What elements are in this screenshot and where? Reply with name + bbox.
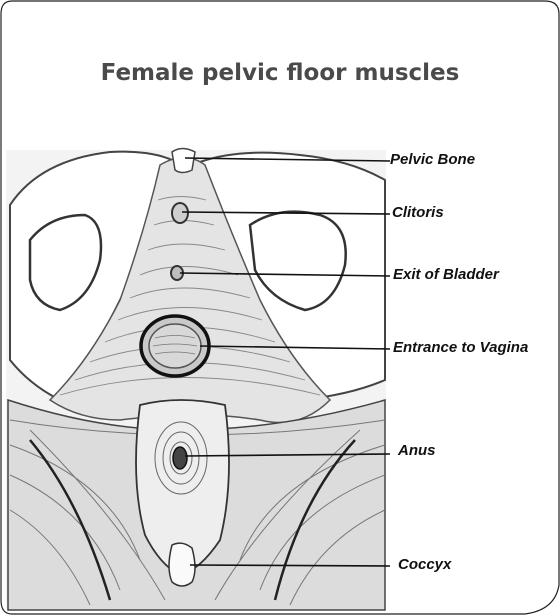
label-anus: Anus bbox=[398, 442, 436, 459]
label-clitoris: Clitoris bbox=[392, 204, 444, 221]
anus-opening bbox=[173, 447, 187, 469]
label-entrance-to-vagina: Entrance to Vagina bbox=[393, 339, 528, 356]
label-exit-of-bladder: Exit of Bladder bbox=[393, 266, 499, 283]
label-pelvic-bone: Pelvic Bone bbox=[390, 151, 475, 168]
leader-coccyx bbox=[190, 565, 390, 566]
clitoris-mark bbox=[172, 203, 188, 223]
label-coccyx: Coccyx bbox=[398, 556, 451, 573]
pubic-symphysis bbox=[172, 149, 195, 173]
vaginal-entrance-inner bbox=[149, 324, 201, 368]
